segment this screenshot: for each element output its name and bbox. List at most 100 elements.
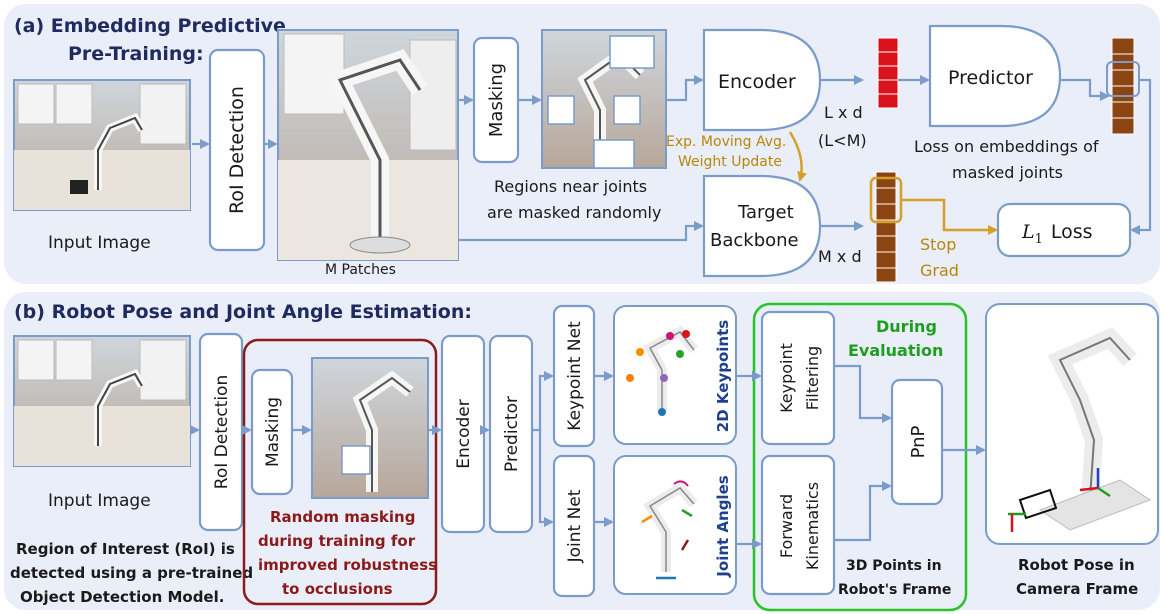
keypoint-filtering [760, 310, 836, 446]
keypoint-dot [636, 348, 644, 356]
robot-pose-label-2: Camera Frame [1016, 580, 1138, 598]
during-evaluation-label: During [876, 317, 937, 336]
predictor-a [928, 24, 1062, 128]
arrow [1130, 78, 1152, 235]
predictor-b-label: Predictor [502, 396, 522, 472]
l1-word: Loss [1051, 221, 1093, 243]
keypoints-image [613, 305, 737, 445]
arrow [1060, 78, 1110, 101]
joint-angles-label: Joint Angles [714, 475, 732, 577]
joint-net [552, 454, 596, 598]
keypoint-dot [626, 374, 634, 382]
random-masking-note-2: during training for [258, 532, 416, 550]
roi-note-3: Object Detection Model. [20, 588, 224, 606]
robot-pose-image [985, 303, 1159, 545]
rotation-arrow [641, 514, 653, 524]
roi-detection-b-label: RoI Detection [212, 375, 232, 489]
ld-sub-label: (L<M) [818, 131, 867, 150]
random-masking-note-3: improved robustness [258, 556, 437, 574]
points-3d-label-2: Robot's Frame [838, 582, 951, 598]
arrow [538, 430, 554, 527]
masked-caption-2: are masked randomly [487, 203, 661, 222]
input-image-b [13, 335, 191, 467]
input-image-a-label: Input Image [48, 233, 151, 253]
masking-a-label: Masking [486, 63, 507, 137]
embedding-target [869, 171, 903, 283]
target-backbone-label-2: Backbone [710, 230, 799, 251]
arrow [834, 364, 892, 423]
mask-patch [613, 95, 641, 125]
keypoint-dot [682, 330, 690, 338]
keypoint-net-label: Keypoint Net [565, 321, 585, 431]
joint-angles-image [613, 455, 737, 595]
patches-label: M Patches [325, 262, 396, 278]
rotation-arrow [673, 480, 689, 487]
masked-image [541, 29, 667, 169]
masking-b-label: Masking [263, 397, 283, 467]
embedding-predicted [1106, 37, 1140, 135]
stop-grad-label: Stop [920, 235, 956, 254]
masked-caption: Regions near joints [494, 177, 647, 196]
ema-arrow [788, 131, 807, 182]
keypoints-2d-label: 2D Keypoints [714, 320, 732, 432]
input-image-b-label: Input Image [48, 491, 151, 511]
target-backbone-label: Target [737, 202, 794, 223]
arrow [532, 371, 554, 432]
ema-label-2: Weight Update [678, 154, 782, 170]
pnp-label: PnP [908, 425, 929, 458]
encoder-b-label: Encoder [454, 399, 474, 469]
mask-patch [609, 35, 655, 69]
forward-kinematics [760, 454, 836, 596]
rotation-arrow [681, 508, 693, 518]
loss-caption-2: masked joints [952, 163, 1063, 182]
panel-a-title: (a) Embedding Predictive [14, 15, 286, 37]
keypoint-filtering-label-2: Filtering [803, 346, 822, 410]
during-evaluation-label-2: Evaluation [848, 341, 943, 360]
loss-caption: Loss on embeddings of [914, 137, 1099, 156]
rotation-arrow [680, 539, 690, 551]
pnp-box [890, 378, 944, 506]
ema-label: Exp. Moving Avg. [666, 134, 786, 150]
ld-label: L x d [824, 103, 863, 122]
patches-image [277, 29, 459, 261]
target-backbone [702, 174, 822, 278]
arrow [458, 221, 704, 242]
l1-subscript: 1 [1035, 232, 1043, 247]
stop-grad-label-2: Grad [920, 261, 959, 280]
points-3d-label: 3D Points in [846, 558, 942, 574]
arrow [834, 481, 892, 542]
robot-pose-label: Robot Pose in [1018, 556, 1135, 574]
input-image-a [13, 79, 191, 211]
roi-detection-a [208, 48, 266, 252]
stop-grad-arrow [901, 198, 998, 235]
md-label: M x d [818, 247, 862, 266]
mask-patch [547, 95, 575, 125]
l1-symbol: L [1021, 221, 1035, 243]
arrow [666, 75, 704, 102]
encoder-a-label: Encoder [718, 71, 796, 93]
panel-b-title: (b) Robot Pose and Joint Angle Estimatio… [14, 301, 472, 323]
keypoint-dot [666, 332, 674, 340]
mask-patch [341, 445, 371, 475]
keypoint-filtering-label: Keypoint [777, 343, 796, 413]
roi-note: Region of Interest (RoI) is [16, 540, 235, 558]
l1-loss-label: L1 Loss [1021, 221, 1093, 247]
predictor-a-label: Predictor [948, 67, 1033, 89]
masked-input-b [311, 357, 429, 499]
forward-kinematics-label-2: Kinematics [803, 482, 822, 570]
masking-b [250, 368, 294, 496]
keypoint-dot [676, 350, 684, 358]
roi-detection-a-label: RoI Detection [226, 86, 248, 214]
joint-net-label: Joint Net [565, 489, 585, 563]
training-masking-group [242, 338, 438, 606]
keypoint-dot [660, 374, 668, 382]
panel-a-title-cont: Pre-Training: [68, 43, 204, 65]
evaluation-group [752, 302, 968, 612]
predictor-b [488, 334, 534, 534]
mask-patch [593, 139, 635, 169]
forward-kinematics-label: Forward [777, 494, 796, 558]
roi-note-2: detected using a pre-trained [10, 564, 253, 582]
embedding-ld [877, 37, 899, 109]
random-masking-note: Random masking [270, 508, 415, 526]
